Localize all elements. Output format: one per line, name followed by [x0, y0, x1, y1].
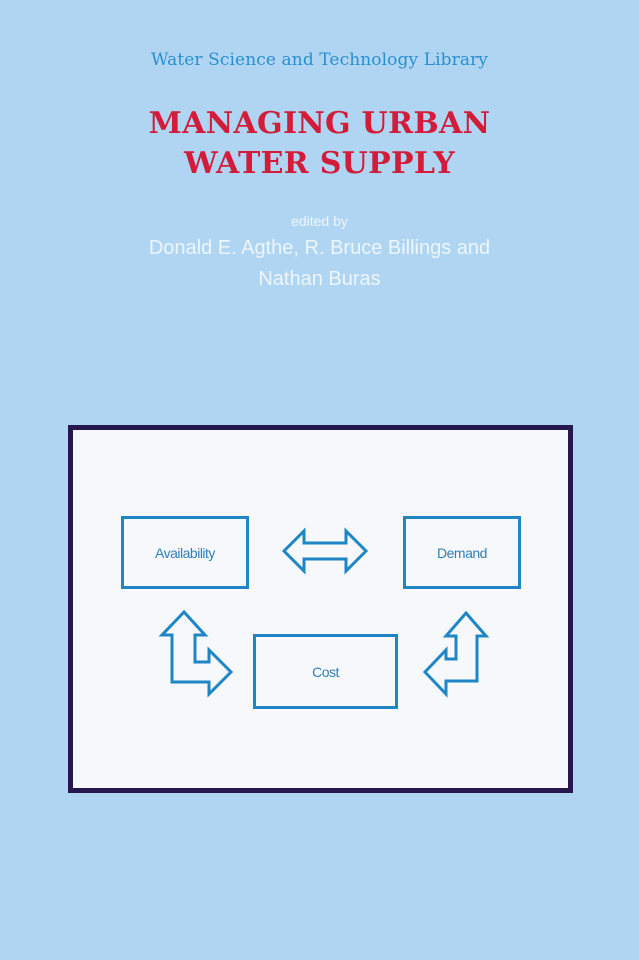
node-demand-label: Demand [437, 544, 487, 561]
node-demand: Demand [403, 516, 521, 589]
series-name: Water Science and Technology Library [150, 50, 489, 70]
node-availability: Availability [121, 516, 249, 589]
editors: Donald E. Agthe, R. Bruce Billings and N… [0, 233, 639, 295]
diagram-frame [68, 425, 573, 793]
title-line-2: WATER SUPPLY [183, 146, 456, 181]
edited-by-label: edited by [291, 213, 348, 229]
node-cost-label: Cost [312, 663, 339, 680]
title-line-1: MANAGING URBAN [148, 106, 491, 141]
node-availability-label: Availability [155, 544, 215, 561]
editors-line-1: Donald E. Agthe, R. Bruce Billings and [148, 237, 491, 259]
editors-line-2: Nathan Buras [258, 268, 381, 290]
book-title: MANAGING URBAN WATER SUPPLY [0, 104, 639, 184]
node-cost: Cost [253, 634, 398, 709]
